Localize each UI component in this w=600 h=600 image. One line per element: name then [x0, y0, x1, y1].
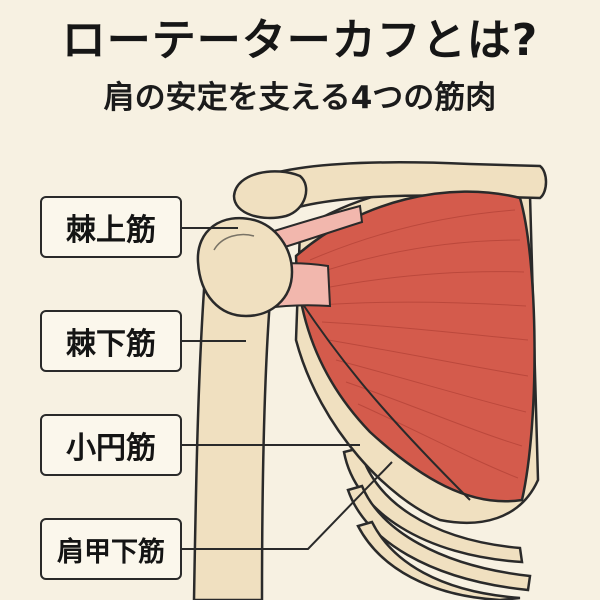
- humeral-head-highlight: [213, 233, 255, 251]
- acromion: [232, 170, 308, 220]
- muscle-fibers: [309, 209, 529, 479]
- leader-line-4: [182, 461, 393, 550]
- label-infraspinatus: 棘下筋: [40, 310, 182, 372]
- label-subscapularis: 肩甲下筋: [40, 518, 182, 580]
- label-teres-minor: 小円筋: [40, 414, 182, 476]
- humeral-head: [196, 216, 294, 318]
- muscle-boundary: [299, 299, 471, 501]
- page-title: ローテーターカフとは?: [61, 15, 539, 66]
- page-subtitle: 肩の安定を支える4つの筋肉: [103, 80, 497, 116]
- leader-lines: [182, 227, 393, 550]
- ribs: [342, 446, 532, 600]
- label-supraspinatus: 棘上筋: [40, 196, 182, 258]
- rotator-cuff-muscle: [294, 190, 536, 503]
